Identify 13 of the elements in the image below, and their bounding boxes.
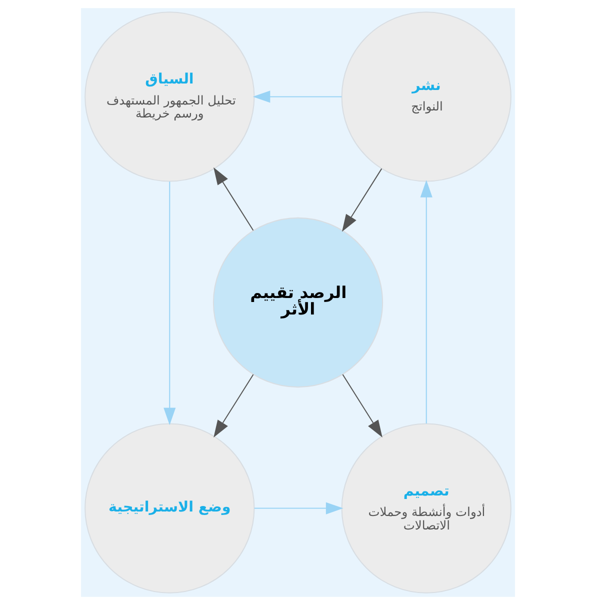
arrow xyxy=(342,168,382,232)
arrow xyxy=(420,180,432,424)
node-circle: الرصد تقييم الأثر xyxy=(212,217,384,388)
node-circle: وضع الاستراتيجية xyxy=(84,423,255,594)
arrow xyxy=(342,374,382,438)
arrow xyxy=(254,502,344,514)
arrow xyxy=(252,90,342,103)
node-circle: نشر النواتج xyxy=(341,12,512,182)
node-circle: السياق تحليل الجمهور المستهدف ورسم خريطة xyxy=(84,12,255,182)
node-circle: تصميم أدوات وأنشطة وحملات الاتصالات xyxy=(341,423,512,594)
arrow xyxy=(164,182,176,426)
arrow xyxy=(214,167,254,231)
arrow xyxy=(214,374,254,438)
